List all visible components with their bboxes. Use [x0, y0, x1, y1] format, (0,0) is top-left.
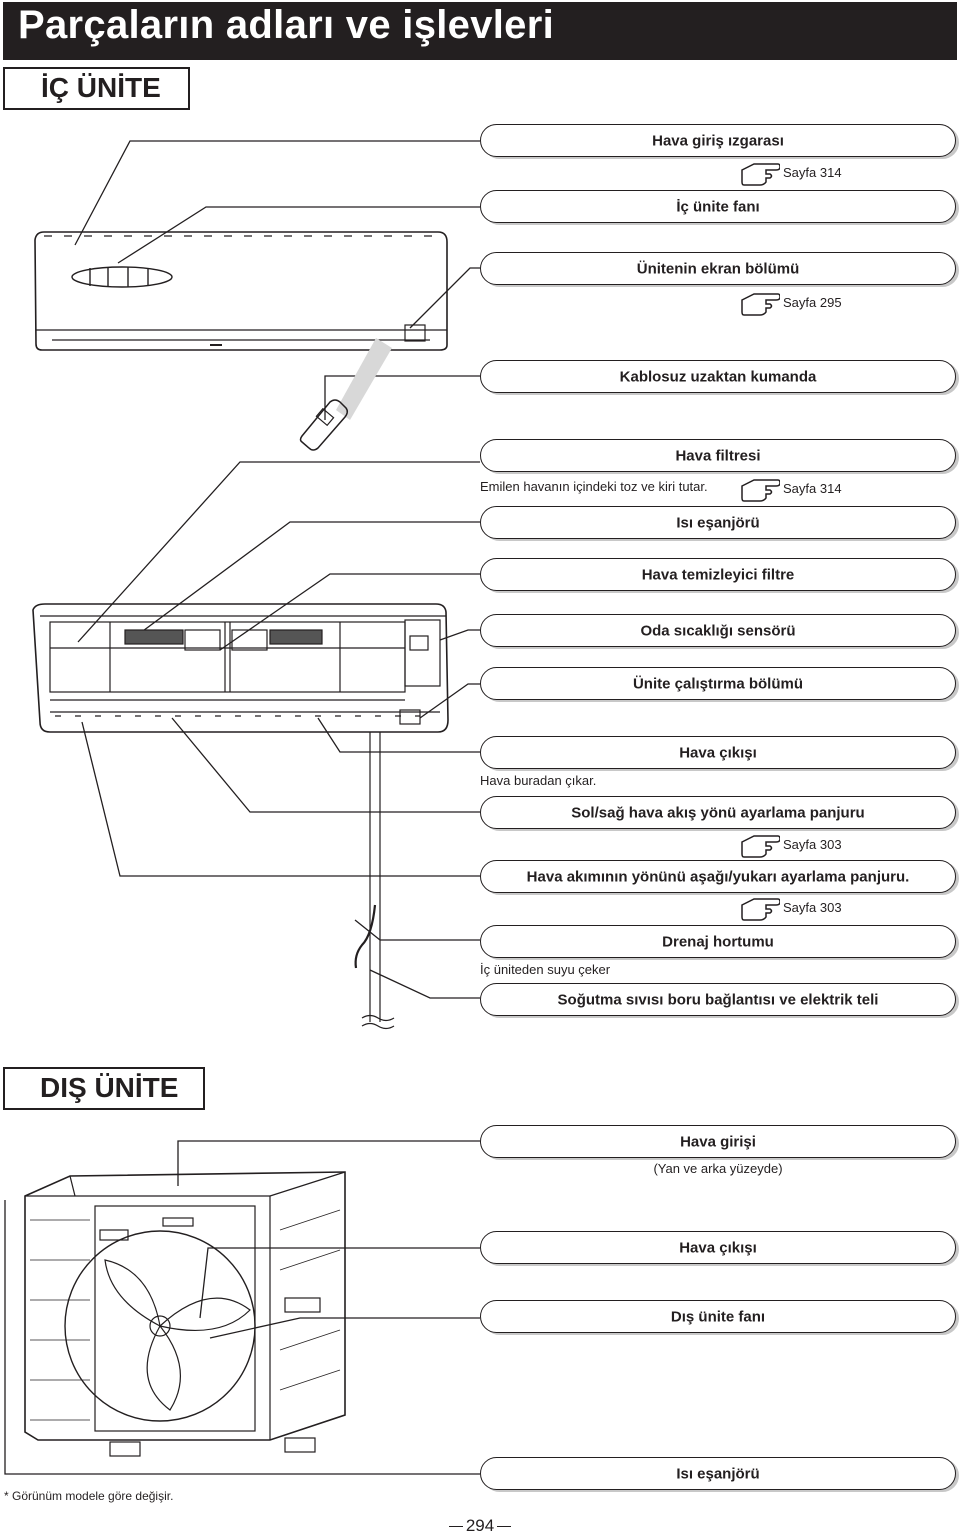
page-title: Parçaların adları ve işlevleri	[18, 3, 555, 47]
label-outdoor-air-outlet: Hava çıkışı	[480, 1231, 956, 1264]
page-ref-3: Sayfa 314	[740, 476, 860, 502]
page-number: 294	[430, 1516, 530, 1536]
label-ud-louver: Hava akımının yönünü aşağı/yukarı ayarla…	[480, 860, 956, 893]
indoor-unit-heading: İÇ ÜNİTE	[3, 67, 190, 110]
outdoor-unit-drawing	[24, 1171, 346, 1457]
note-drain: İç üniteden suyu çeker	[480, 962, 611, 977]
leader-lines-outdoor	[4, 1140, 480, 1475]
label-drain-hose: Drenaj hortumu	[480, 925, 956, 958]
title-bar	[3, 2, 957, 60]
label-air-purifying-filter: Hava temizleyici filtre	[480, 558, 956, 591]
label-lr-louver: Sol/sağ hava akış yönü ayarlama panjuru	[480, 796, 956, 829]
pointing-hand-icon	[741, 898, 780, 921]
label-heat-exchanger: Isı eşanjörü	[480, 506, 956, 539]
page-ref-4: Sayfa 303	[740, 832, 860, 858]
page-ref-5: Sayfa 303	[740, 895, 860, 921]
label-outdoor-heat-exchanger: Isı eşanjörü	[480, 1457, 956, 1490]
label-outdoor-air-inlet-sub: (Yan ve arka yüzeyde)	[653, 1161, 783, 1176]
label-air-inlet-grille: Hava giriş ızgarası	[480, 124, 956, 157]
label-outdoor-fan: Dış ünite fanı	[480, 1300, 956, 1333]
leader-lines-indoor	[74, 140, 480, 999]
label-air-outlet: Hava çıkışı	[480, 736, 956, 769]
note-outlet: Hava buradan çıkar.	[480, 773, 597, 788]
label-room-temp-sensor: Oda sıcaklığı sensörü	[480, 614, 956, 647]
indoor-unit-drawing	[34, 231, 448, 451]
page-ref-2: Sayfa 295	[740, 290, 860, 316]
label-remote: Kablosuz uzaktan kumanda	[480, 360, 956, 393]
pointing-hand-icon	[741, 479, 780, 502]
pointing-hand-icon	[741, 163, 780, 186]
pointing-hand-icon	[741, 835, 780, 858]
label-operation-section: Ünite çalıştırma bölümü	[480, 667, 956, 700]
indoor-unit-open-drawing	[32, 603, 449, 1030]
label-display: Ünitenin ekran bölümü	[480, 252, 956, 285]
outdoor-unit-heading: DIŞ ÜNİTE	[3, 1067, 205, 1110]
label-piping: Soğutma sıvısı boru bağlantısı ve elektr…	[480, 983, 956, 1016]
page-ref-1: Sayfa 314	[740, 160, 860, 186]
label-outdoor-air-inlet: Hava girişi	[480, 1125, 956, 1158]
note-filter: Emilen havanın içindeki toz ve kiri tuta…	[480, 479, 708, 494]
label-indoor-fan: İç ünite fanı	[480, 190, 956, 223]
footnote: * Görünüm modele göre değişir.	[4, 1489, 174, 1503]
label-air-filter: Hava filtresi	[480, 439, 956, 472]
pointing-hand-icon	[741, 293, 780, 316]
